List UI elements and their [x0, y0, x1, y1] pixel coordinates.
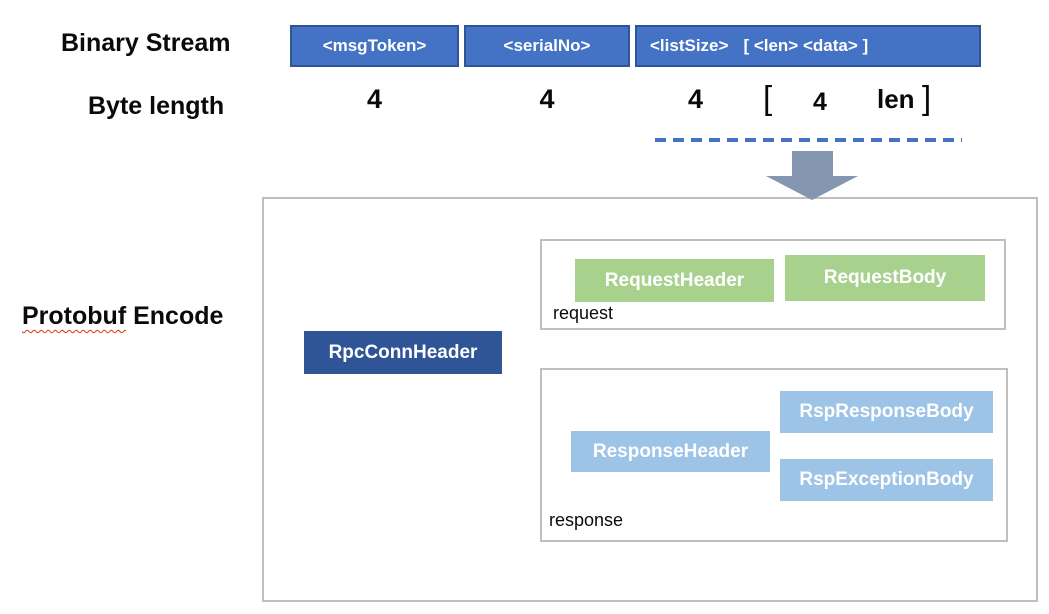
- protobuf-word: Protobuf: [22, 302, 127, 330]
- byte-length-label: Byte length: [88, 92, 225, 120]
- msgtoken-box-label: <msgToken>: [322, 36, 427, 55]
- request-body-label: RequestBody: [823, 267, 947, 288]
- encode-word: Encode: [133, 302, 224, 330]
- serialno-box: <serialNo>: [464, 25, 630, 67]
- listsize-box-detail: [ <len> <data> ]: [743, 36, 869, 55]
- listsize-byte-length: 4: [687, 84, 704, 114]
- protobuf-encode-label: Protobuf Encode: [22, 302, 223, 331]
- request-header-box: RequestHeader: [575, 259, 774, 302]
- rpcconnheader-box: RpcConnHeader: [304, 331, 502, 374]
- request-container: RequestHeader RequestBody request: [540, 239, 1006, 330]
- byte-length-bracket-close: ]: [922, 79, 932, 116]
- rsp-response-body-box: RspResponseBody: [780, 391, 993, 433]
- rpcconnheader-label: RpcConnHeader: [328, 341, 478, 363]
- msgtoken-byte-length: 4: [366, 84, 383, 114]
- data-byte-length-len: len: [877, 84, 915, 114]
- down-arrow-head-icon: [766, 176, 858, 200]
- listsize-box-label: <listSize>: [650, 36, 729, 55]
- dashed-divider-line: [655, 138, 962, 142]
- response-header-box: ResponseHeader: [571, 431, 770, 472]
- msgtoken-box: <msgToken>: [290, 25, 459, 67]
- rsp-response-body-label: RspResponseBody: [799, 401, 974, 422]
- rsp-exception-body-box: RspExceptionBody: [780, 459, 993, 501]
- rsp-exception-body-label: RspExceptionBody: [799, 469, 974, 490]
- serialno-box-label: <serialNo>: [503, 36, 591, 55]
- response-container: RspResponseBody ResponseHeader RspExcept…: [540, 368, 1008, 542]
- binary-stream-label: Binary Stream: [61, 29, 231, 57]
- down-arrow-icon: [792, 151, 833, 177]
- listsize-box: <listSize> [ <len> <data> ]: [635, 25, 981, 67]
- request-label: request: [553, 303, 614, 323]
- request-body-box: RequestBody: [785, 255, 985, 301]
- byte-length-bracket-open: [: [763, 79, 773, 116]
- response-label: response: [549, 510, 624, 530]
- request-header-label: RequestHeader: [604, 269, 745, 291]
- len-byte-length: 4: [813, 88, 827, 116]
- response-header-label: ResponseHeader: [592, 440, 749, 462]
- serialno-byte-length: 4: [539, 84, 555, 114]
